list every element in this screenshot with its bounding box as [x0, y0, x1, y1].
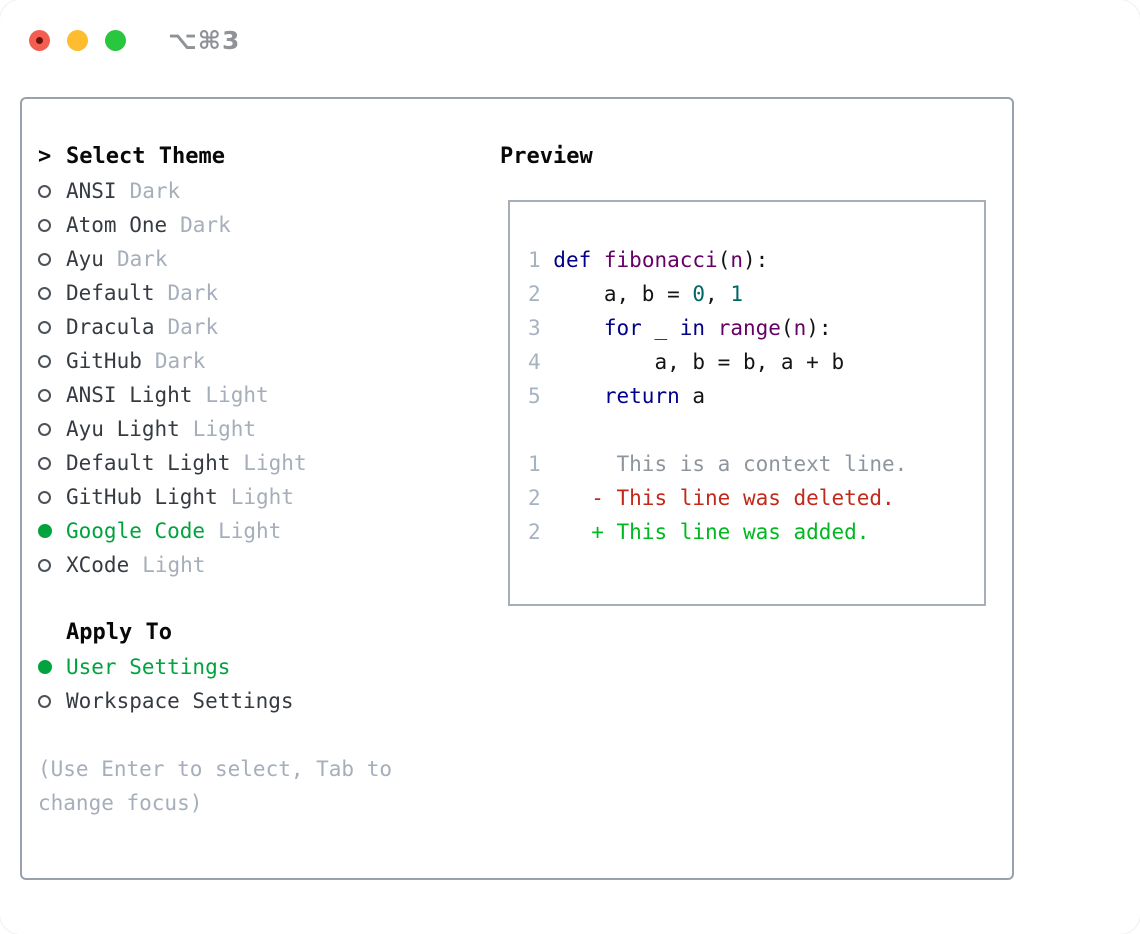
preview-box: 1 def fibonacci(n): 2 a, b = 0, 1 3 for _ …: [508, 200, 986, 606]
theme-option-tag: Dark: [154, 349, 206, 373]
preview-title: Preview: [500, 144, 593, 169]
radio-icon: [38, 388, 66, 402]
radio-icon: [38, 320, 66, 334]
titlebar: ⌥⌘3: [29, 26, 240, 55]
theme-option[interactable]: XCode Light: [38, 548, 392, 582]
preview-column: Preview 1 def fibonacci(n): 2 a, b = 0, 1…: [500, 140, 986, 606]
zoom-button[interactable]: [105, 30, 126, 51]
theme-option-label: Google Code: [66, 519, 206, 543]
theme-option[interactable]: Ayu Dark: [38, 242, 392, 276]
code-line: 4 a, b = b, a + b: [528, 350, 845, 374]
select-theme-title: Select Theme: [66, 144, 225, 169]
radio-icon: [38, 286, 66, 300]
window-title: ⌥⌘3: [168, 26, 241, 55]
hint-line-2: change focus): [38, 791, 203, 815]
radio-icon: [38, 490, 66, 504]
radio-icon: [38, 456, 66, 470]
radio-icon: [38, 252, 66, 266]
radio-selected-icon: [38, 524, 66, 538]
theme-option-label: Default Light: [66, 451, 231, 475]
radio-icon: [38, 558, 66, 572]
diff-preview: 1 This is a context line. 2 - This line w…: [528, 447, 984, 549]
code-line: 2 a, b = 0, 1: [528, 282, 743, 306]
focus-caret-icon: >: [38, 144, 52, 169]
spacer: [38, 582, 392, 616]
select-theme-header-row: > Select Theme: [38, 140, 392, 174]
theme-option-label: GitHub: [66, 349, 142, 373]
close-button[interactable]: [29, 30, 50, 51]
theme-option-tag: Light: [243, 451, 307, 475]
theme-option-label: Atom One: [66, 213, 168, 237]
theme-option[interactable]: Ayu Light Light: [38, 412, 392, 446]
theme-option[interactable]: Dracula Dark: [38, 310, 392, 344]
theme-option[interactable]: GitHub Light Light: [38, 480, 392, 514]
code-line: 1 def fibonacci(n):: [528, 248, 769, 272]
hint-line-1: (Use Enter to select, Tab to: [38, 757, 393, 781]
theme-option-tag: Dark: [116, 247, 168, 271]
theme-option[interactable]: Atom One Dark: [38, 208, 392, 242]
theme-option-tag: Light: [192, 417, 257, 441]
apply-target-option[interactable]: Workspace Settings: [38, 684, 392, 718]
minimize-button[interactable]: [67, 30, 88, 51]
radio-icon: [38, 694, 66, 708]
diff-line: 2 - This line was deleted.: [528, 486, 895, 510]
theme-option[interactable]: Google Code Light: [38, 514, 392, 548]
theme-option-label: ANSI Light: [66, 383, 193, 407]
theme-option[interactable]: Default Dark: [38, 276, 392, 310]
code-line: 3 for _ in range(n):: [528, 316, 832, 340]
radio-icon: [38, 184, 66, 198]
apply-target-option-label: User Settings: [66, 655, 231, 679]
theme-option-label: GitHub Light: [66, 485, 218, 509]
theme-option-label: Ayu Light: [66, 417, 180, 441]
theme-option[interactable]: GitHub Dark: [38, 344, 392, 378]
diff-line: 1 This is a context line.: [528, 452, 908, 476]
theme-option-tag: Dark: [129, 179, 181, 203]
radio-icon: [38, 422, 66, 436]
theme-option-tag: Light: [218, 519, 282, 543]
theme-option-tag: Light: [205, 383, 269, 407]
radio-selected-icon: [38, 660, 66, 674]
theme-option-tag: Light: [142, 553, 206, 577]
diff-line: 2 + This line was added.: [528, 520, 870, 544]
theme-option-label: ANSI: [66, 179, 117, 203]
theme-option[interactable]: ANSI Dark: [38, 174, 392, 208]
apply-to-header-row: Apply To: [38, 616, 392, 650]
theme-option-label: Ayu: [66, 247, 104, 271]
radio-icon: [38, 354, 66, 368]
radio-icon: [38, 218, 66, 232]
apply-to-title: Apply To: [66, 620, 172, 645]
theme-option[interactable]: ANSI Light Light: [38, 378, 392, 412]
theme-option-label: XCode: [66, 553, 130, 577]
theme-option[interactable]: Default Light Light: [38, 446, 392, 480]
hint-text: (Use Enter to select, Tab to change focu…: [38, 752, 392, 820]
theme-option-tag: Dark: [180, 213, 231, 237]
apply-target-option-label: Workspace Settings: [66, 689, 294, 713]
theme-option-tag: Dark: [167, 315, 219, 339]
theme-option-tag: Dark: [167, 281, 219, 305]
theme-option-label: Dracula: [66, 315, 155, 339]
close-dot-icon: [36, 37, 43, 44]
code-line: 5 return a: [528, 384, 706, 408]
apply-target-option[interactable]: User Settings: [38, 650, 392, 684]
theme-option-tag: Light: [230, 485, 294, 509]
code-preview: 1 def fibonacci(n): 2 a, b = 0, 1 3 for _ …: [528, 243, 984, 413]
theme-option-label: Default: [66, 281, 155, 305]
spacer: [38, 718, 392, 752]
